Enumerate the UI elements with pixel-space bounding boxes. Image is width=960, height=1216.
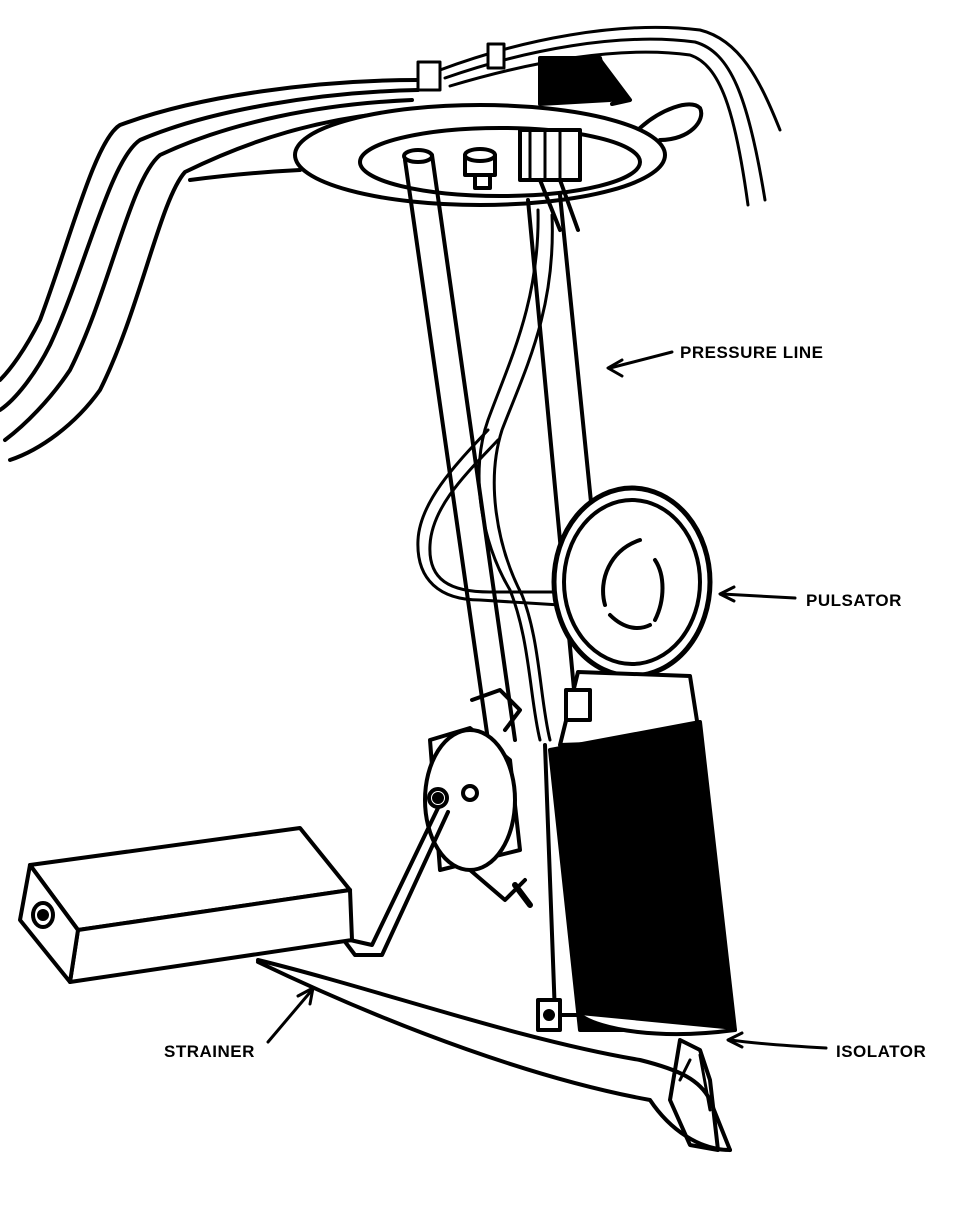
fuel-pump-motor bbox=[536, 670, 737, 1036]
pressure-line-label: PRESSURE LINE bbox=[680, 343, 824, 362]
pulsator bbox=[551, 485, 713, 679]
pressure-line-arrowhead bbox=[606, 358, 624, 378]
pulsator-arrowhead bbox=[718, 585, 736, 603]
strainer bbox=[256, 958, 732, 1152]
pulsator-label: PULSATOR bbox=[806, 591, 902, 610]
float bbox=[18, 826, 354, 984]
pressure-line-arrow bbox=[608, 350, 674, 370]
mounting-flange bbox=[293, 102, 704, 207]
strainer-label: STRAINER bbox=[164, 1042, 255, 1061]
pulsator-arrow bbox=[720, 592, 797, 600]
fuel-lines-left bbox=[0, 78, 420, 462]
isolator-label: ISOLATOR bbox=[836, 1042, 927, 1061]
return-fitting bbox=[463, 147, 497, 190]
strainer-arrow bbox=[266, 988, 314, 1044]
sender-unit bbox=[423, 688, 533, 908]
wire-connector-block bbox=[518, 56, 632, 182]
strainer-arrowhead bbox=[296, 986, 315, 1006]
electrical-leads-right bbox=[416, 25, 782, 207]
isolator-arrowhead bbox=[726, 1031, 744, 1049]
pump-wires bbox=[416, 208, 562, 742]
isolator bbox=[668, 1038, 720, 1152]
leader-arrows bbox=[266, 350, 828, 1050]
isolator-arrow bbox=[728, 1038, 828, 1050]
